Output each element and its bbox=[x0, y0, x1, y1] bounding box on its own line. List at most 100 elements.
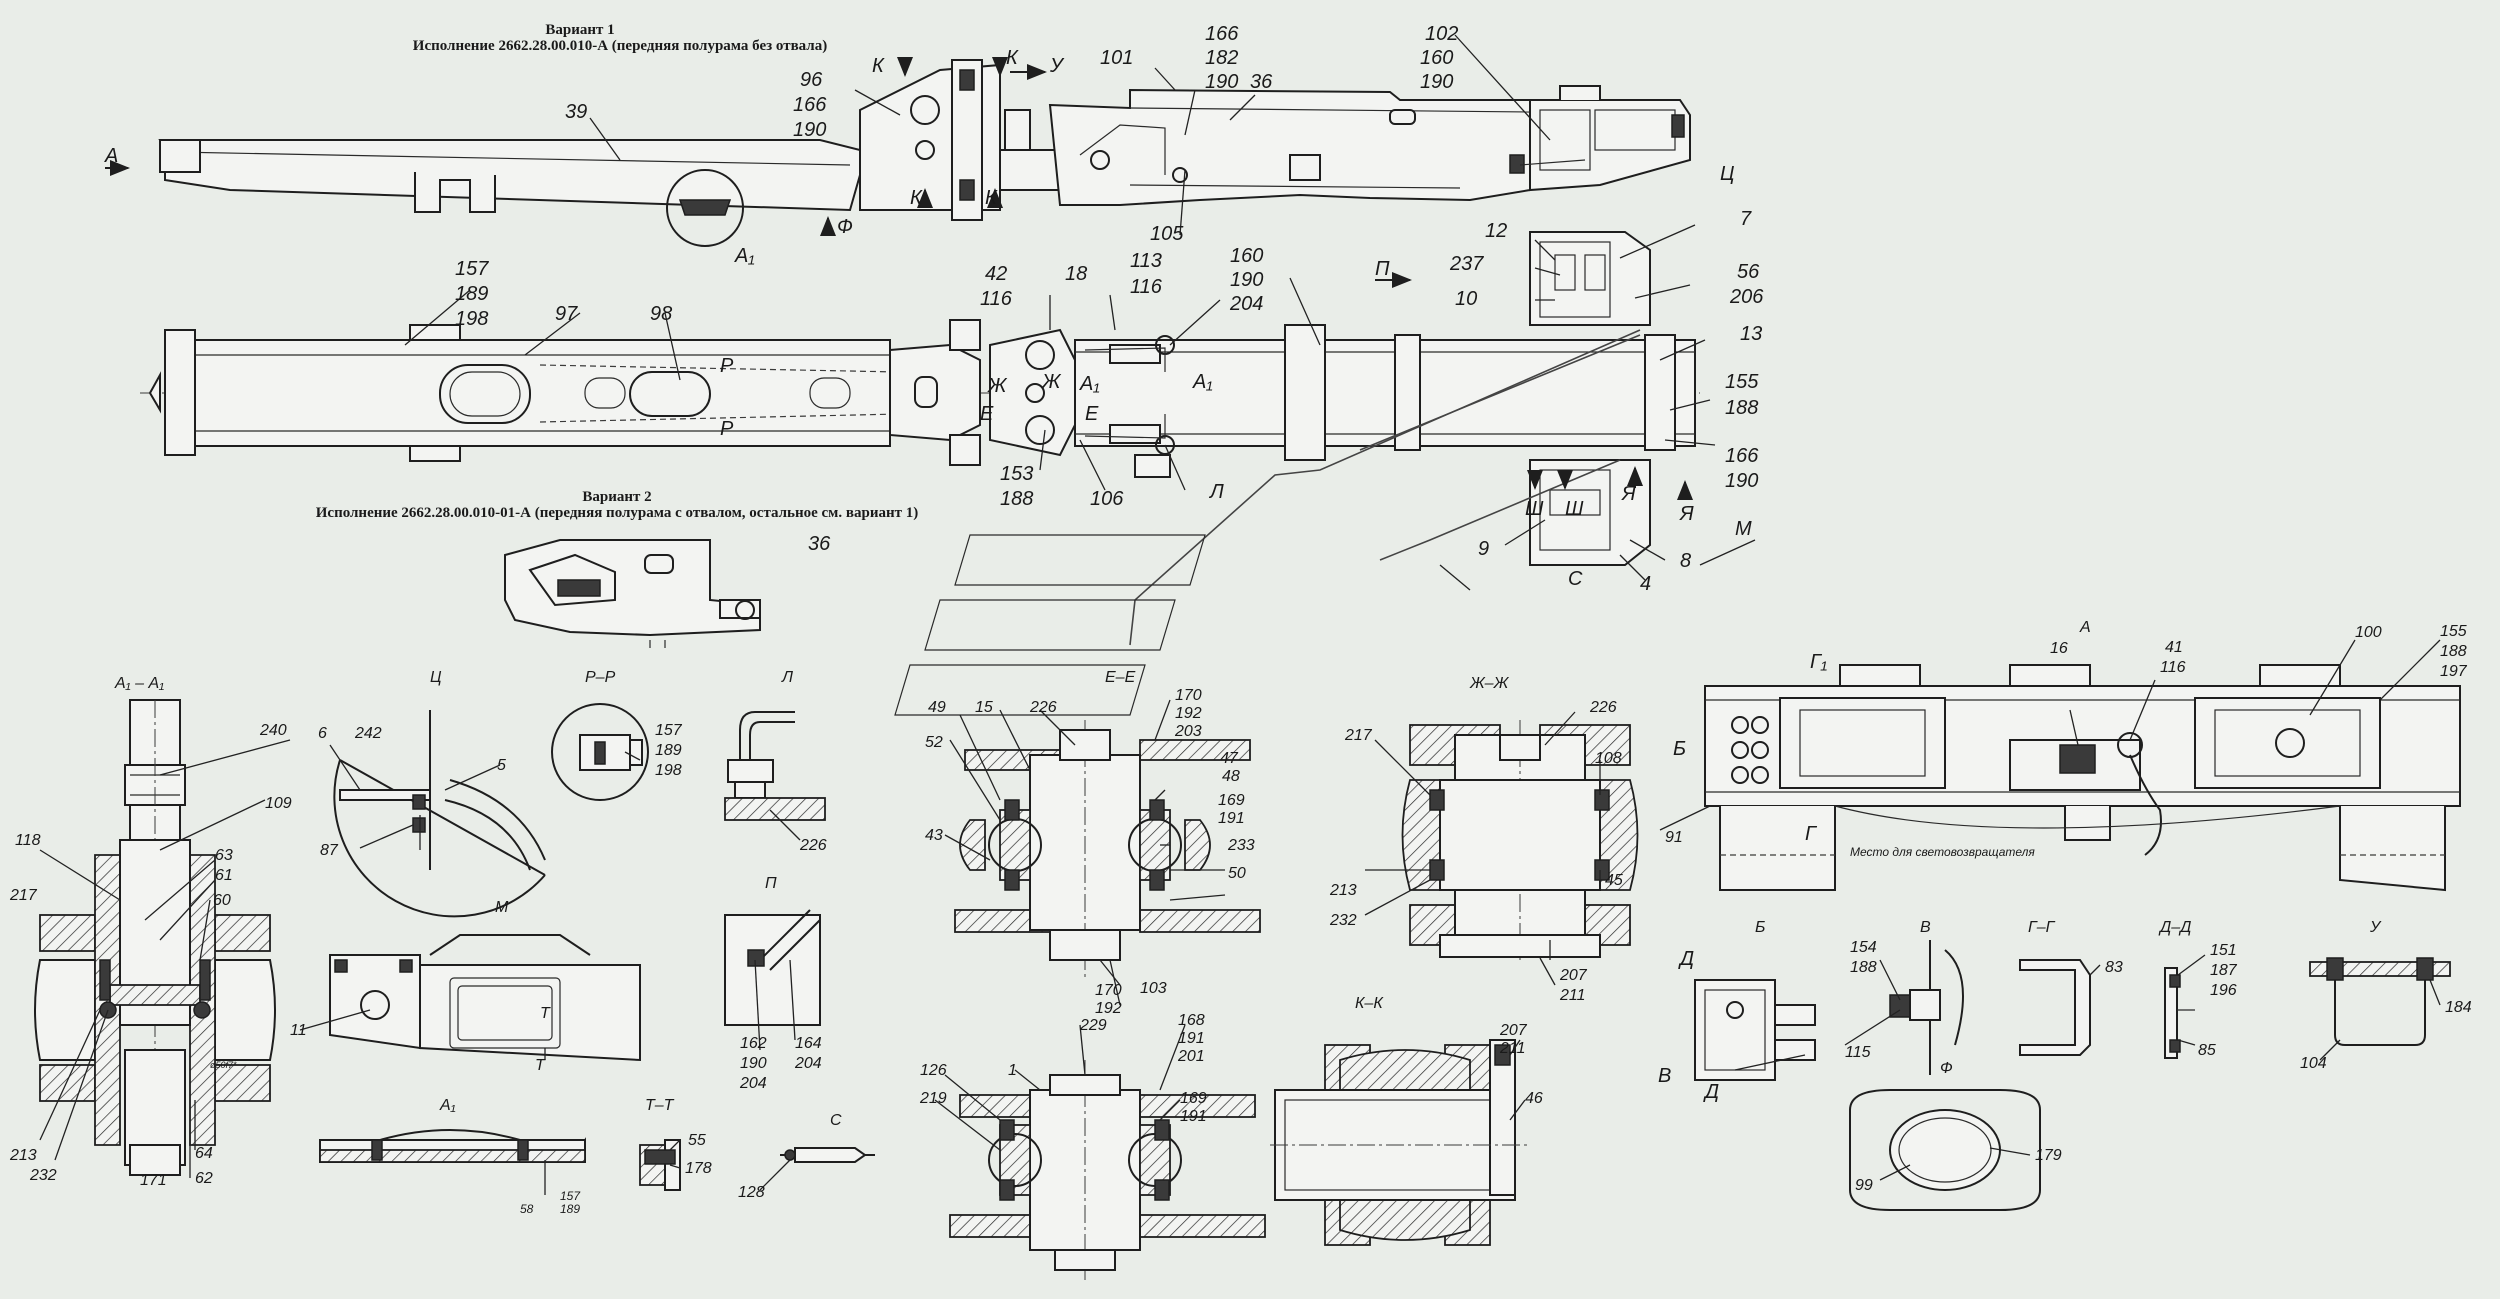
view-label-a: А bbox=[2079, 619, 2091, 636]
callout-217: 217 bbox=[1344, 727, 1373, 744]
variant2-title: Вариант 2 bbox=[582, 489, 651, 505]
plan-view bbox=[140, 231, 1756, 716]
marker-a1: А₁ bbox=[734, 245, 755, 267]
view-label-e-e: Е–Е bbox=[1105, 669, 1136, 686]
side-view-variant1 bbox=[105, 57, 1691, 247]
callout-190: 190 bbox=[740, 1055, 767, 1072]
callout-188: 188 bbox=[1850, 959, 1877, 976]
callout-13: 13 bbox=[1740, 323, 1762, 345]
callout-154: 154 bbox=[1850, 939, 1877, 956]
callout-39: 39 bbox=[565, 101, 587, 123]
callouts-sections: 240 109 118 217 63 61 60 213 232 171 64 … bbox=[9, 623, 2472, 1216]
callout-190: 190 bbox=[1230, 269, 1263, 291]
callout-7: 7 bbox=[1740, 208, 1752, 230]
callout-184: 184 bbox=[2445, 999, 2472, 1016]
callout-204: 204 bbox=[739, 1075, 767, 1092]
marker-m: М bbox=[1735, 518, 1752, 540]
callout-162: 162 bbox=[740, 1035, 767, 1052]
marker-d: Д bbox=[1703, 1081, 1719, 1103]
marker-a: А bbox=[104, 145, 118, 167]
callout-48: 48 bbox=[1222, 768, 1240, 785]
section-pivot-lower bbox=[949, 1060, 1266, 1280]
callout-213: 213 bbox=[1329, 882, 1357, 899]
view-a1-hatch bbox=[319, 1129, 586, 1163]
view-l-fitting bbox=[724, 711, 826, 821]
callout-11: 11 bbox=[290, 1022, 307, 1039]
callout-189: 189 bbox=[455, 283, 488, 305]
callout-4: 4 bbox=[1640, 573, 1651, 595]
callout-232: 232 bbox=[29, 1167, 57, 1184]
view-a bbox=[1704, 664, 2461, 892]
view-u-handle bbox=[2309, 957, 2451, 1046]
marker-e: Е bbox=[980, 403, 994, 425]
callout-166: 166 bbox=[1725, 445, 1759, 467]
callout-170: 170 bbox=[1095, 982, 1122, 999]
callout-113: 113 bbox=[1130, 250, 1162, 272]
callout-211: 211 bbox=[1559, 987, 1586, 1004]
marker-t: Т bbox=[535, 1057, 546, 1074]
callout-126: 126 bbox=[920, 1062, 947, 1079]
callout-198: 198 bbox=[655, 762, 682, 779]
variant2-subtitle: Исполнение 2662.28.00.010-01-А (передняя… bbox=[316, 505, 919, 521]
section-k-k bbox=[1270, 1039, 1530, 1246]
callout-36: 36 bbox=[808, 533, 831, 555]
view-p-detail bbox=[724, 909, 821, 1026]
callout-63: 63 bbox=[215, 847, 233, 864]
marker-zh: Ж bbox=[1041, 371, 1062, 393]
view-label-d-d: Д–Д bbox=[2158, 919, 2191, 936]
callout-188: 188 bbox=[1725, 397, 1758, 419]
marker-l: Л bbox=[1208, 481, 1224, 503]
callout-47: 47 bbox=[1220, 750, 1239, 767]
callout-226: 226 bbox=[799, 837, 827, 854]
callout-182: 182 bbox=[1205, 47, 1238, 69]
callout-219: 219 bbox=[919, 1090, 947, 1107]
side-view-variant2 bbox=[504, 539, 761, 648]
section-e-e bbox=[954, 720, 1261, 980]
callout-190: 190 bbox=[1205, 71, 1238, 93]
callout-155: 155 bbox=[1725, 371, 1759, 393]
callout-116: 116 bbox=[2160, 659, 2186, 676]
callout-10: 10 bbox=[1455, 288, 1477, 310]
callout-160: 160 bbox=[1230, 245, 1263, 267]
callout-192: 192 bbox=[1175, 705, 1202, 722]
marker-u: У bbox=[1049, 55, 1065, 77]
view-label-b: Б bbox=[1755, 919, 1765, 936]
view-label-r-r: Р–Р bbox=[585, 669, 616, 686]
view-b-detail bbox=[1694, 979, 1816, 1081]
callout-217: 217 bbox=[9, 887, 38, 904]
callout-87: 87 bbox=[320, 842, 339, 859]
callout-203: 203 bbox=[1174, 723, 1202, 740]
section-markers: А К К У К К Ф А₁ Ц П Р Р Ж Ж Е Е А₁ А₁ Л… bbox=[104, 47, 1827, 1103]
callout-226: 226 bbox=[1029, 699, 1057, 716]
callout-211: 211 bbox=[1499, 1040, 1526, 1057]
callout-116: 116 bbox=[1130, 276, 1163, 298]
view-label-v: В bbox=[1920, 919, 1931, 936]
marker-r: Р bbox=[720, 418, 734, 440]
callout-196: 196 bbox=[2210, 982, 2237, 999]
callout-42: 42 bbox=[985, 263, 1007, 285]
callout-153: 153 bbox=[1000, 463, 1033, 485]
view-label-s: С bbox=[830, 1112, 842, 1129]
view-m-box bbox=[329, 934, 641, 1062]
callout-170: 170 bbox=[1175, 687, 1202, 704]
marker-ya: Я bbox=[1621, 483, 1636, 505]
callout-55: 55 bbox=[688, 1132, 706, 1149]
callout-192: 192 bbox=[1095, 1000, 1122, 1017]
callout-50: 50 bbox=[1228, 865, 1246, 882]
callout-6: 6 bbox=[318, 725, 327, 742]
callout-204: 204 bbox=[794, 1055, 822, 1072]
callout-1: 1 bbox=[1008, 1062, 1017, 1079]
callout-109: 109 bbox=[265, 795, 292, 812]
callout-189: 189 bbox=[560, 1202, 580, 1216]
callout-43: 43 bbox=[925, 827, 943, 844]
callout-85: 85 bbox=[2198, 1042, 2216, 1059]
callout-166: 166 bbox=[1205, 23, 1239, 45]
callout-108: 108 bbox=[1595, 750, 1622, 767]
view-label-g-g: Г–Г bbox=[2028, 919, 2056, 936]
callout-105: 105 bbox=[1150, 223, 1184, 245]
callout-58: 58 bbox=[520, 1202, 534, 1216]
callout-118: 118 bbox=[15, 832, 41, 849]
callout-18: 18 bbox=[1065, 263, 1087, 285]
view-label-a1: А₁ bbox=[439, 1097, 456, 1114]
callout-9: 9 bbox=[1478, 538, 1489, 560]
